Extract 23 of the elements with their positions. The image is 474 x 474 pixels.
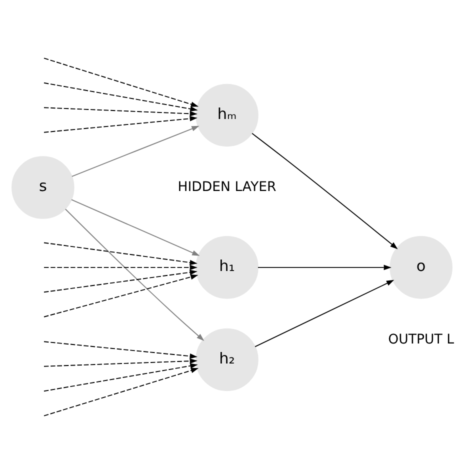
arrow (44, 358, 199, 392)
node-circle: s (12, 156, 74, 219)
arrow (64, 208, 204, 341)
node-circle: h₁ (196, 236, 258, 299)
arrow (44, 264, 198, 293)
arrow (252, 132, 398, 250)
arrow (44, 82, 199, 116)
label: OUTPUT L (388, 332, 454, 348)
arrow (44, 260, 198, 275)
arrow (44, 58, 199, 112)
arrow (44, 341, 198, 364)
arrow (258, 264, 392, 270)
arrow (254, 280, 394, 348)
arrow (44, 242, 198, 270)
arrow (44, 111, 198, 133)
label: HIDDEN LAYER (178, 180, 276, 196)
arrow (44, 363, 199, 416)
arrow (44, 270, 198, 318)
arrow (44, 106, 198, 122)
arrow (71, 199, 200, 256)
arrow (71, 126, 200, 177)
node-circle: hₘ (196, 84, 258, 147)
arrow (44, 353, 198, 369)
